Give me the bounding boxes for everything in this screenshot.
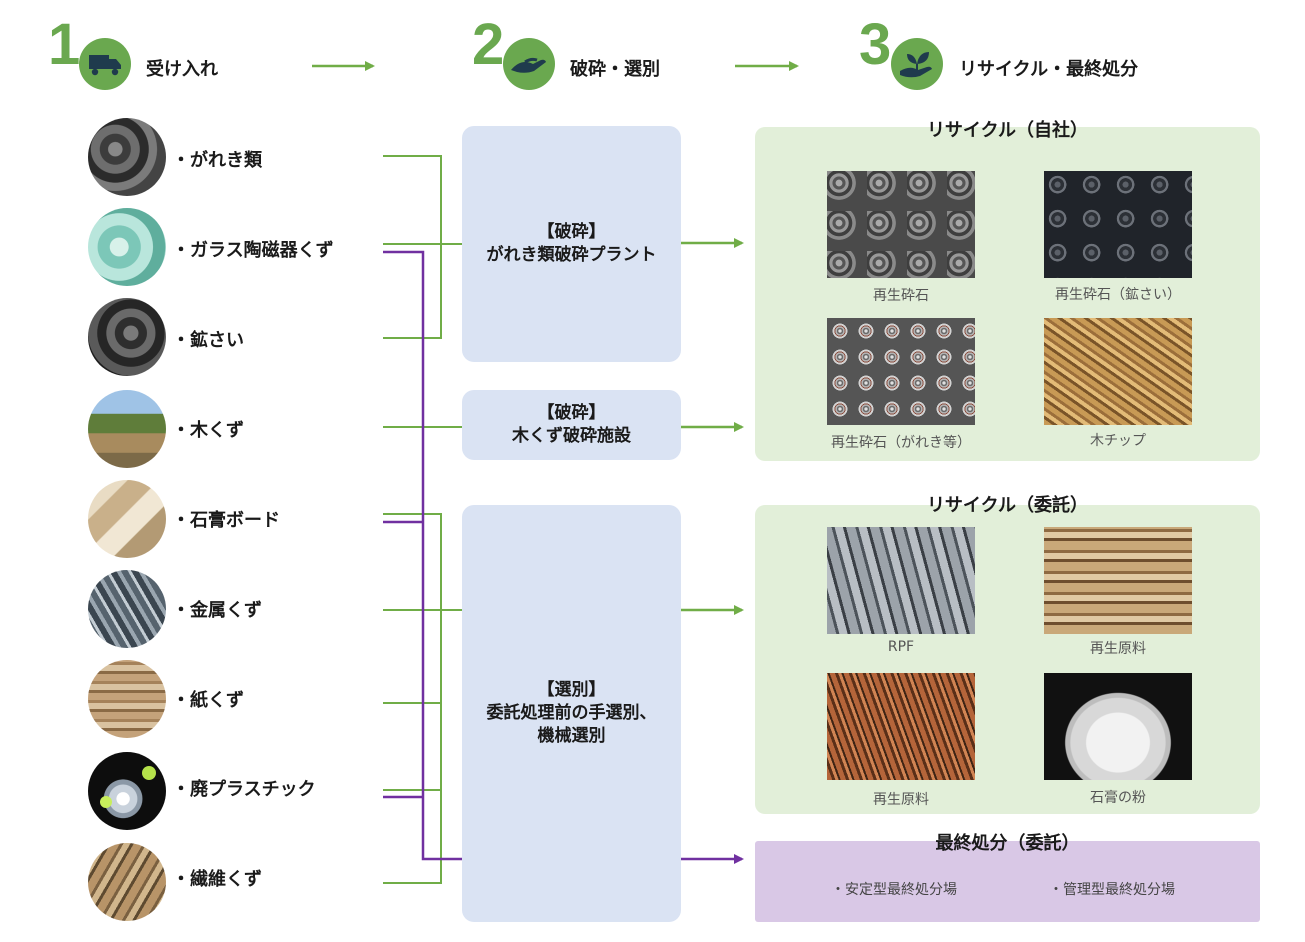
process-2-name: 木くず破砕施設 <box>512 426 631 446</box>
waste-label-glass-ceramic: ・ガラス陶磁器くず <box>172 240 334 261</box>
final-disposal-title: 最終処分（委託） <box>935 833 1080 854</box>
waste-label-wood: ・木くず <box>172 420 244 441</box>
recycled-slag-stone-photo <box>1044 171 1192 278</box>
waste-label-metal: ・金属くず <box>172 600 262 621</box>
waste-label-gypsum-board: ・石膏ボード <box>172 510 280 531</box>
sprout-in-hand-icon <box>891 38 943 90</box>
hand-icon <box>503 38 555 90</box>
process-rubble-crushing-plant: 【破砕】 がれき類破砕プラント <box>462 126 681 362</box>
process-3-name-cont: 機械選別 <box>537 726 606 746</box>
process-3-name: 委託処理前の手選別、 <box>486 703 657 723</box>
waste-label-rubble: ・がれき類 <box>172 150 262 171</box>
waste-label-paper: ・紙くず <box>172 690 244 711</box>
product-caption: 再生原料 <box>1090 641 1146 657</box>
product-caption: 石膏の粉 <box>1090 790 1146 806</box>
product-caption: 再生砕石（がれき等） <box>831 435 971 451</box>
process-3-type: 【選別】 <box>537 680 606 700</box>
recycled-rubble-stone-photo <box>827 318 975 425</box>
rpf-photo <box>827 527 975 634</box>
wood-chip-photo <box>1044 318 1192 425</box>
process-sorting: 【選別】 委託処理前の手選別、 機械選別 <box>462 505 681 922</box>
recycled-material-paper-photo <box>1044 527 1192 634</box>
slag-photo <box>88 298 166 376</box>
waste-label-slag: ・鉱さい <box>172 330 244 351</box>
product-caption: RPF <box>887 639 915 655</box>
step-3-number: 3 <box>859 12 892 77</box>
waste-label-textile: ・繊維くず <box>172 869 262 890</box>
step-2-label: 破砕・選別 <box>570 59 660 80</box>
recycled-crushed-stone-photo <box>827 171 975 278</box>
glass-ceramic-photo <box>88 208 166 286</box>
waste-plastic-photo <box>88 752 166 830</box>
waste-label-plastic: ・廃プラスチック <box>172 779 316 800</box>
connector-group-rubble-plant <box>383 155 462 339</box>
step-2-number: 2 <box>472 12 505 77</box>
process-wood-crushing-facility: 【破砕】 木くず破砕施設 <box>462 390 681 460</box>
step-1-label: 受け入れ <box>146 59 218 80</box>
gypsum-powder-photo <box>1044 673 1192 780</box>
process-1-name: がれき類破砕プラント <box>486 245 657 265</box>
connector-group-sorting <box>383 513 462 884</box>
step-1-number: 1 <box>48 12 81 77</box>
paper-waste-photo <box>88 660 166 738</box>
rubble-photo <box>88 118 166 196</box>
gypsum-board-photo <box>88 480 166 558</box>
connector-group-final-disposal <box>383 250 462 861</box>
process-2-type: 【破砕】 <box>537 403 606 423</box>
final-item-stable: ・安定型最終処分場 <box>831 882 957 898</box>
textile-waste-photo <box>88 843 166 921</box>
product-caption: 再生砕石（鉱さい） <box>1055 287 1181 303</box>
product-caption: 木チップ <box>1090 433 1146 449</box>
metal-scrap-photo <box>88 570 166 648</box>
final-disposal-panel <box>755 841 1260 922</box>
product-caption: 再生原料 <box>873 792 929 808</box>
process-1-type: 【破砕】 <box>537 222 606 242</box>
truck-icon <box>79 38 131 90</box>
step-3-label: リサイクル・最終処分 <box>959 59 1139 80</box>
recycle-consign-title: リサイクル（委託） <box>926 495 1089 516</box>
wood-waste-photo <box>88 390 166 468</box>
final-item-controlled: ・管理型最終処分場 <box>1049 882 1175 898</box>
recycled-material-metal-photo <box>827 673 975 780</box>
product-caption: 再生砕石 <box>873 288 929 304</box>
recycle-self-title: リサイクル（自社） <box>926 120 1089 141</box>
